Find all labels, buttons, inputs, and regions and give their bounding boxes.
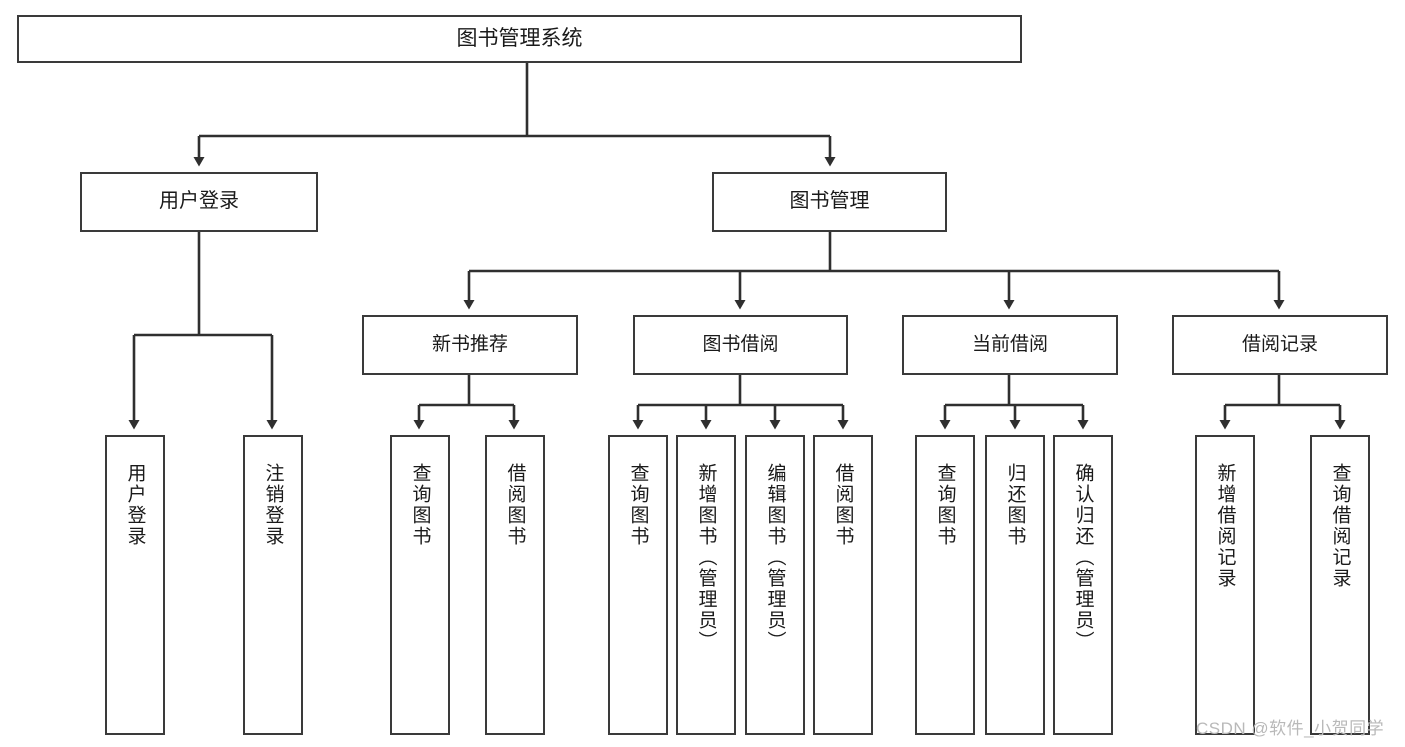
node-leaf-confirm-return-label: 确认归还（管理员） xyxy=(1072,463,1094,652)
node-leaf-user-login-label: 用户登录 xyxy=(124,463,146,547)
node-leaf-edit-book[interactable]: 编辑图书（管理员） xyxy=(745,435,805,735)
node-leaf-add-book[interactable]: 新增图书（管理员） xyxy=(676,435,736,735)
node-leaf-query-book-1[interactable]: 查询图书 xyxy=(390,435,450,735)
node-book-management-label: 图书管理 xyxy=(789,190,870,213)
node-leaf-query-book-2[interactable]: 查询图书 xyxy=(608,435,668,735)
node-leaf-borrow-book-2[interactable]: 借阅图书 xyxy=(813,435,873,735)
node-leaf-user-login[interactable]: 用户登录 xyxy=(105,435,165,735)
node-new-book-recommend-label: 新书推荐 xyxy=(431,333,508,355)
node-leaf-query-book-1-label: 查询图书 xyxy=(409,463,431,547)
node-leaf-query-record[interactable]: 查询借阅记录 xyxy=(1310,435,1370,735)
node-leaf-add-record[interactable]: 新增借阅记录 xyxy=(1195,435,1255,735)
node-leaf-borrow-book-1-label: 借阅图书 xyxy=(504,463,526,547)
node-current-borrow-label: 当前借阅 xyxy=(971,333,1048,355)
node-leaf-logout-label: 注销登录 xyxy=(262,463,284,547)
node-leaf-borrow-book-2-label: 借阅图书 xyxy=(832,463,854,547)
node-leaf-confirm-return[interactable]: 确认归还（管理员） xyxy=(1053,435,1113,735)
node-leaf-add-book-label: 新增图书（管理员） xyxy=(695,463,717,652)
node-leaf-borrow-book-1[interactable]: 借阅图书 xyxy=(485,435,545,735)
node-leaf-query-book-3-label: 查询图书 xyxy=(934,463,956,547)
node-root[interactable]: 图书管理系统 xyxy=(17,15,1022,63)
node-leaf-add-record-label: 新增借阅记录 xyxy=(1214,463,1236,589)
node-leaf-edit-book-label: 编辑图书（管理员） xyxy=(764,463,786,652)
node-leaf-query-book-3[interactable]: 查询图书 xyxy=(915,435,975,735)
node-leaf-return-book[interactable]: 归还图书 xyxy=(985,435,1045,735)
node-book-borrow-label: 图书借阅 xyxy=(702,333,779,355)
node-borrow-record[interactable]: 借阅记录 xyxy=(1172,315,1388,375)
node-book-management[interactable]: 图书管理 xyxy=(712,172,947,232)
node-leaf-query-record-label: 查询借阅记录 xyxy=(1329,463,1351,589)
node-new-book-recommend[interactable]: 新书推荐 xyxy=(362,315,578,375)
node-leaf-query-book-2-label: 查询图书 xyxy=(627,463,649,547)
node-user-login-label: 用户登录 xyxy=(159,190,239,213)
node-leaf-return-book-label: 归还图书 xyxy=(1004,463,1026,547)
node-book-borrow[interactable]: 图书借阅 xyxy=(633,315,848,375)
node-borrow-record-label: 借阅记录 xyxy=(1241,333,1318,355)
csdn-watermark: CSDN @软件_小贺同学 xyxy=(1196,719,1385,738)
node-root-label: 图书管理系统 xyxy=(456,26,583,50)
node-leaf-logout[interactable]: 注销登录 xyxy=(243,435,303,735)
node-current-borrow[interactable]: 当前借阅 xyxy=(902,315,1118,375)
node-user-login[interactable]: 用户登录 xyxy=(80,172,318,232)
